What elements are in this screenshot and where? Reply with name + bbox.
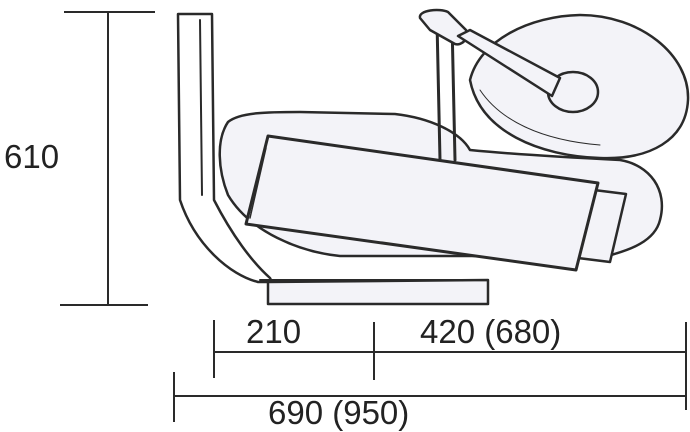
post-left-edge xyxy=(435,20,442,162)
seat-base xyxy=(266,278,490,306)
total-width-label: 690 (950) xyxy=(268,394,409,431)
right-segment-label: 420 (680) xyxy=(420,313,561,350)
backrest xyxy=(176,12,274,284)
backrest-inner-edge xyxy=(199,19,203,196)
panel-front xyxy=(244,134,600,272)
headrest-arm xyxy=(418,8,562,162)
panel-front-shadow xyxy=(249,147,267,219)
arm-joint xyxy=(418,8,469,46)
padded-wheel xyxy=(468,13,690,160)
post-right-edge xyxy=(450,20,457,162)
arm-link xyxy=(456,28,562,98)
horizontal-dimensions: 210 420 (680) 690 (950) xyxy=(173,313,687,431)
height-label: 610 xyxy=(4,138,59,175)
wheel-inner-curve xyxy=(479,89,601,146)
height-dimension: 610 xyxy=(4,11,155,306)
left-segment-label: 210 xyxy=(246,313,301,350)
wheel-cushion xyxy=(468,13,690,160)
sliding-panel xyxy=(244,134,628,272)
